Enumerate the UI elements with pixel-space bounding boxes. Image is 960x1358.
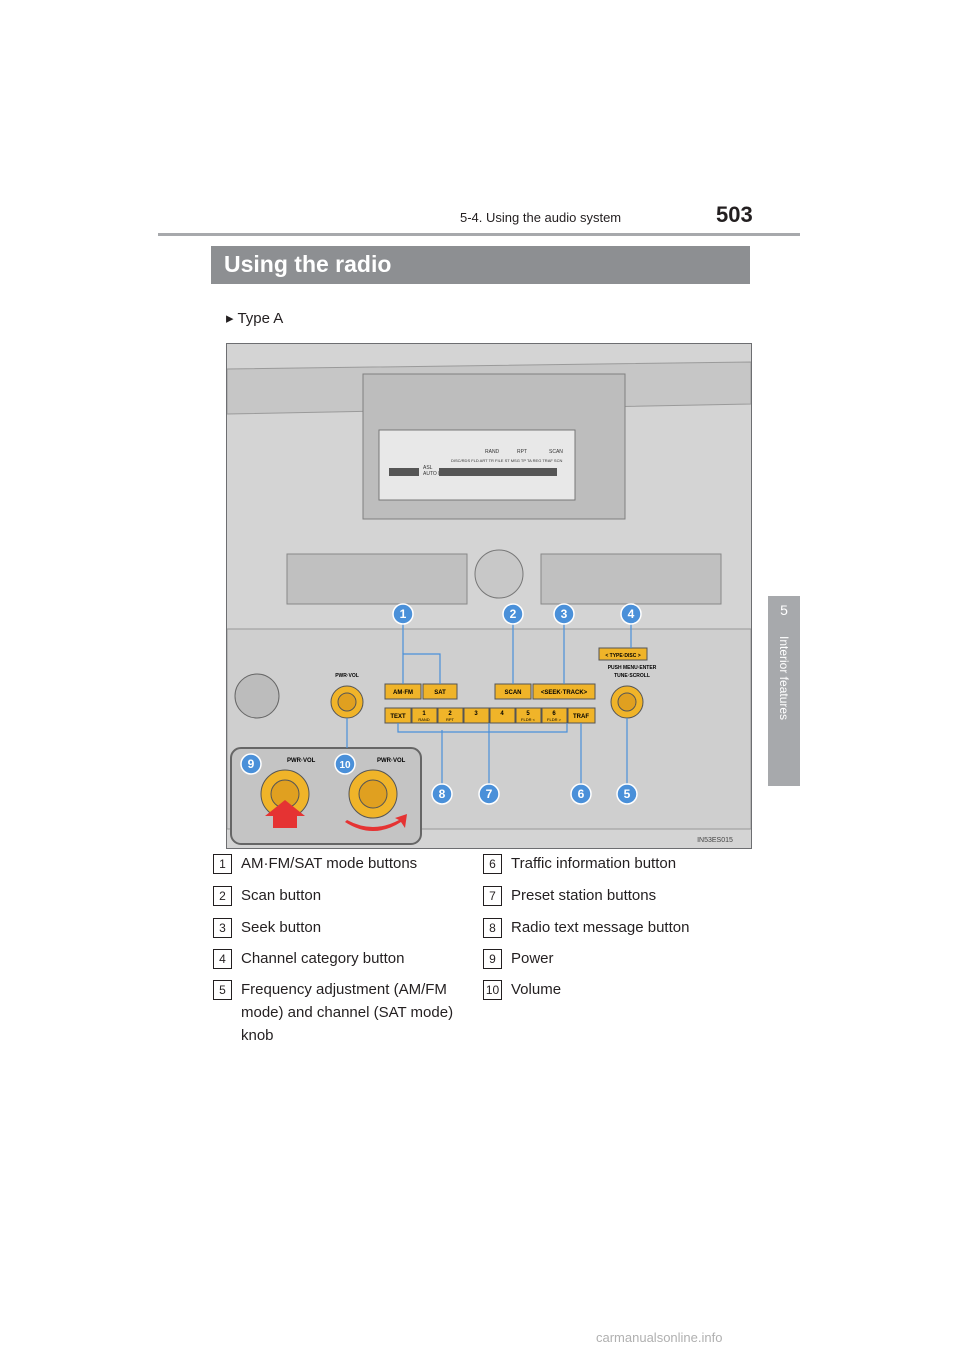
hazard-knob	[234, 673, 280, 719]
preset-5-sub: FLDR <	[521, 717, 536, 722]
section-title: 5-4. Using the audio system	[460, 210, 622, 225]
callout-7: 7	[486, 787, 493, 801]
callout-5: 5	[624, 787, 631, 801]
section-heading: Using the radio	[211, 246, 750, 284]
legend-text: Volume	[511, 981, 562, 998]
lcd-display	[378, 429, 576, 501]
legend-text: AM·FM/SAT mode buttons	[241, 855, 418, 872]
amfm-button-label: AM·FM	[393, 690, 413, 696]
callout-2: 2	[510, 607, 517, 621]
callout-9: 9	[248, 757, 255, 771]
preset-2	[437, 707, 464, 724]
preset-4-num: 4	[500, 711, 504, 717]
type-disc-label: < TYPE·DISC >	[605, 653, 640, 659]
section-heading-text: Using the radio	[224, 251, 392, 277]
legend-text: Preset station buttons	[511, 887, 657, 904]
legend-number: 6	[483, 854, 502, 874]
callout-6: 6	[578, 787, 585, 801]
menu-label-1: PUSH MENU·ENTER	[608, 665, 657, 671]
preset-6	[541, 707, 568, 724]
preset-2-num: 2	[448, 711, 452, 717]
preset-5-num: 5	[526, 711, 530, 717]
rotate-arrow	[345, 814, 407, 831]
display-line-5: ASL	[423, 465, 433, 471]
legend-text: Scan button	[241, 887, 322, 904]
inset-label-10: PWR·VOL	[377, 758, 406, 764]
preset-4	[489, 707, 516, 724]
legend-number: 7	[483, 886, 502, 906]
chapter-tab: 5 Interior features	[768, 596, 800, 786]
legend-number: 1	[213, 854, 232, 874]
display-line-3: SCAN	[549, 449, 563, 455]
preset-2-sub: RPT	[446, 717, 455, 722]
legend-number: 5	[213, 980, 232, 1000]
preset-5	[515, 707, 542, 724]
scan-button-label: SCAN	[504, 690, 521, 696]
chapter-label: Interior features	[777, 636, 791, 721]
sat-button-label: SAT	[434, 690, 446, 696]
legend-number: 2	[213, 886, 232, 906]
figure-code: IN53ES015	[697, 837, 733, 844]
preset-6-num: 6	[552, 711, 556, 717]
callout-1: 1	[400, 607, 407, 621]
radio-panel-figure: RAND RPT SCAN DISC/RDS FLD ART TR FILE S…	[226, 343, 752, 849]
legend-number: 4	[213, 949, 232, 969]
type-label-text: Type A	[237, 310, 284, 327]
legend-number: 8	[483, 918, 502, 938]
legend-text: Traffic information button	[511, 855, 677, 872]
display-line-4: DISC/RDS FLD ART TR FILE ST MSG TP TA RE…	[451, 458, 562, 463]
pwr-vol-label: PWR·VOL	[335, 673, 359, 679]
analog-clock	[474, 549, 524, 599]
watermark: carmanualsonline.info	[596, 1330, 723, 1345]
chapter-number: 5	[780, 602, 788, 618]
display-line-6: AUTO F	[423, 471, 441, 477]
display-line-1: RAND	[485, 449, 500, 455]
preset-1-sub: RAND	[418, 717, 429, 722]
text-button-label: TEXT	[390, 714, 406, 720]
callout-10: 10	[339, 760, 351, 771]
push-arrow	[265, 800, 305, 828]
preset-1	[411, 707, 438, 724]
type-label: ▸ Type A	[226, 310, 284, 327]
legend-text: Frequency adjustment (AM/FM mode) and ch…	[241, 981, 454, 1044]
seek-button-label: <SEEK·TRACK>	[541, 690, 588, 696]
legend-number: 3	[213, 918, 232, 938]
legend-text: Channel category button	[241, 950, 405, 967]
legend-number: 10	[483, 980, 502, 1000]
type-disc-button	[598, 647, 648, 661]
legend-text: Power	[511, 950, 554, 967]
preset-1-num: 1	[422, 711, 426, 717]
legend-text: Seek button	[241, 919, 322, 936]
legend-text: Radio text message button	[511, 919, 690, 936]
callout-3: 3	[561, 607, 568, 621]
preset-6-sub: FLDR >	[547, 717, 562, 722]
inset-label-9: PWR·VOL	[287, 758, 316, 764]
display-line-2: RPT	[517, 449, 527, 455]
preset-3	[463, 707, 490, 724]
callout-4: 4	[628, 607, 635, 621]
menu-label-2: TUNE·SCROLL	[614, 673, 650, 679]
legend-number: 9	[483, 949, 502, 969]
preset-3-num: 3	[474, 711, 478, 717]
traf-button-label: TRAF	[573, 714, 589, 720]
callout-8: 8	[439, 787, 446, 801]
page-number: 503	[716, 202, 753, 227]
header-rule	[158, 233, 800, 236]
